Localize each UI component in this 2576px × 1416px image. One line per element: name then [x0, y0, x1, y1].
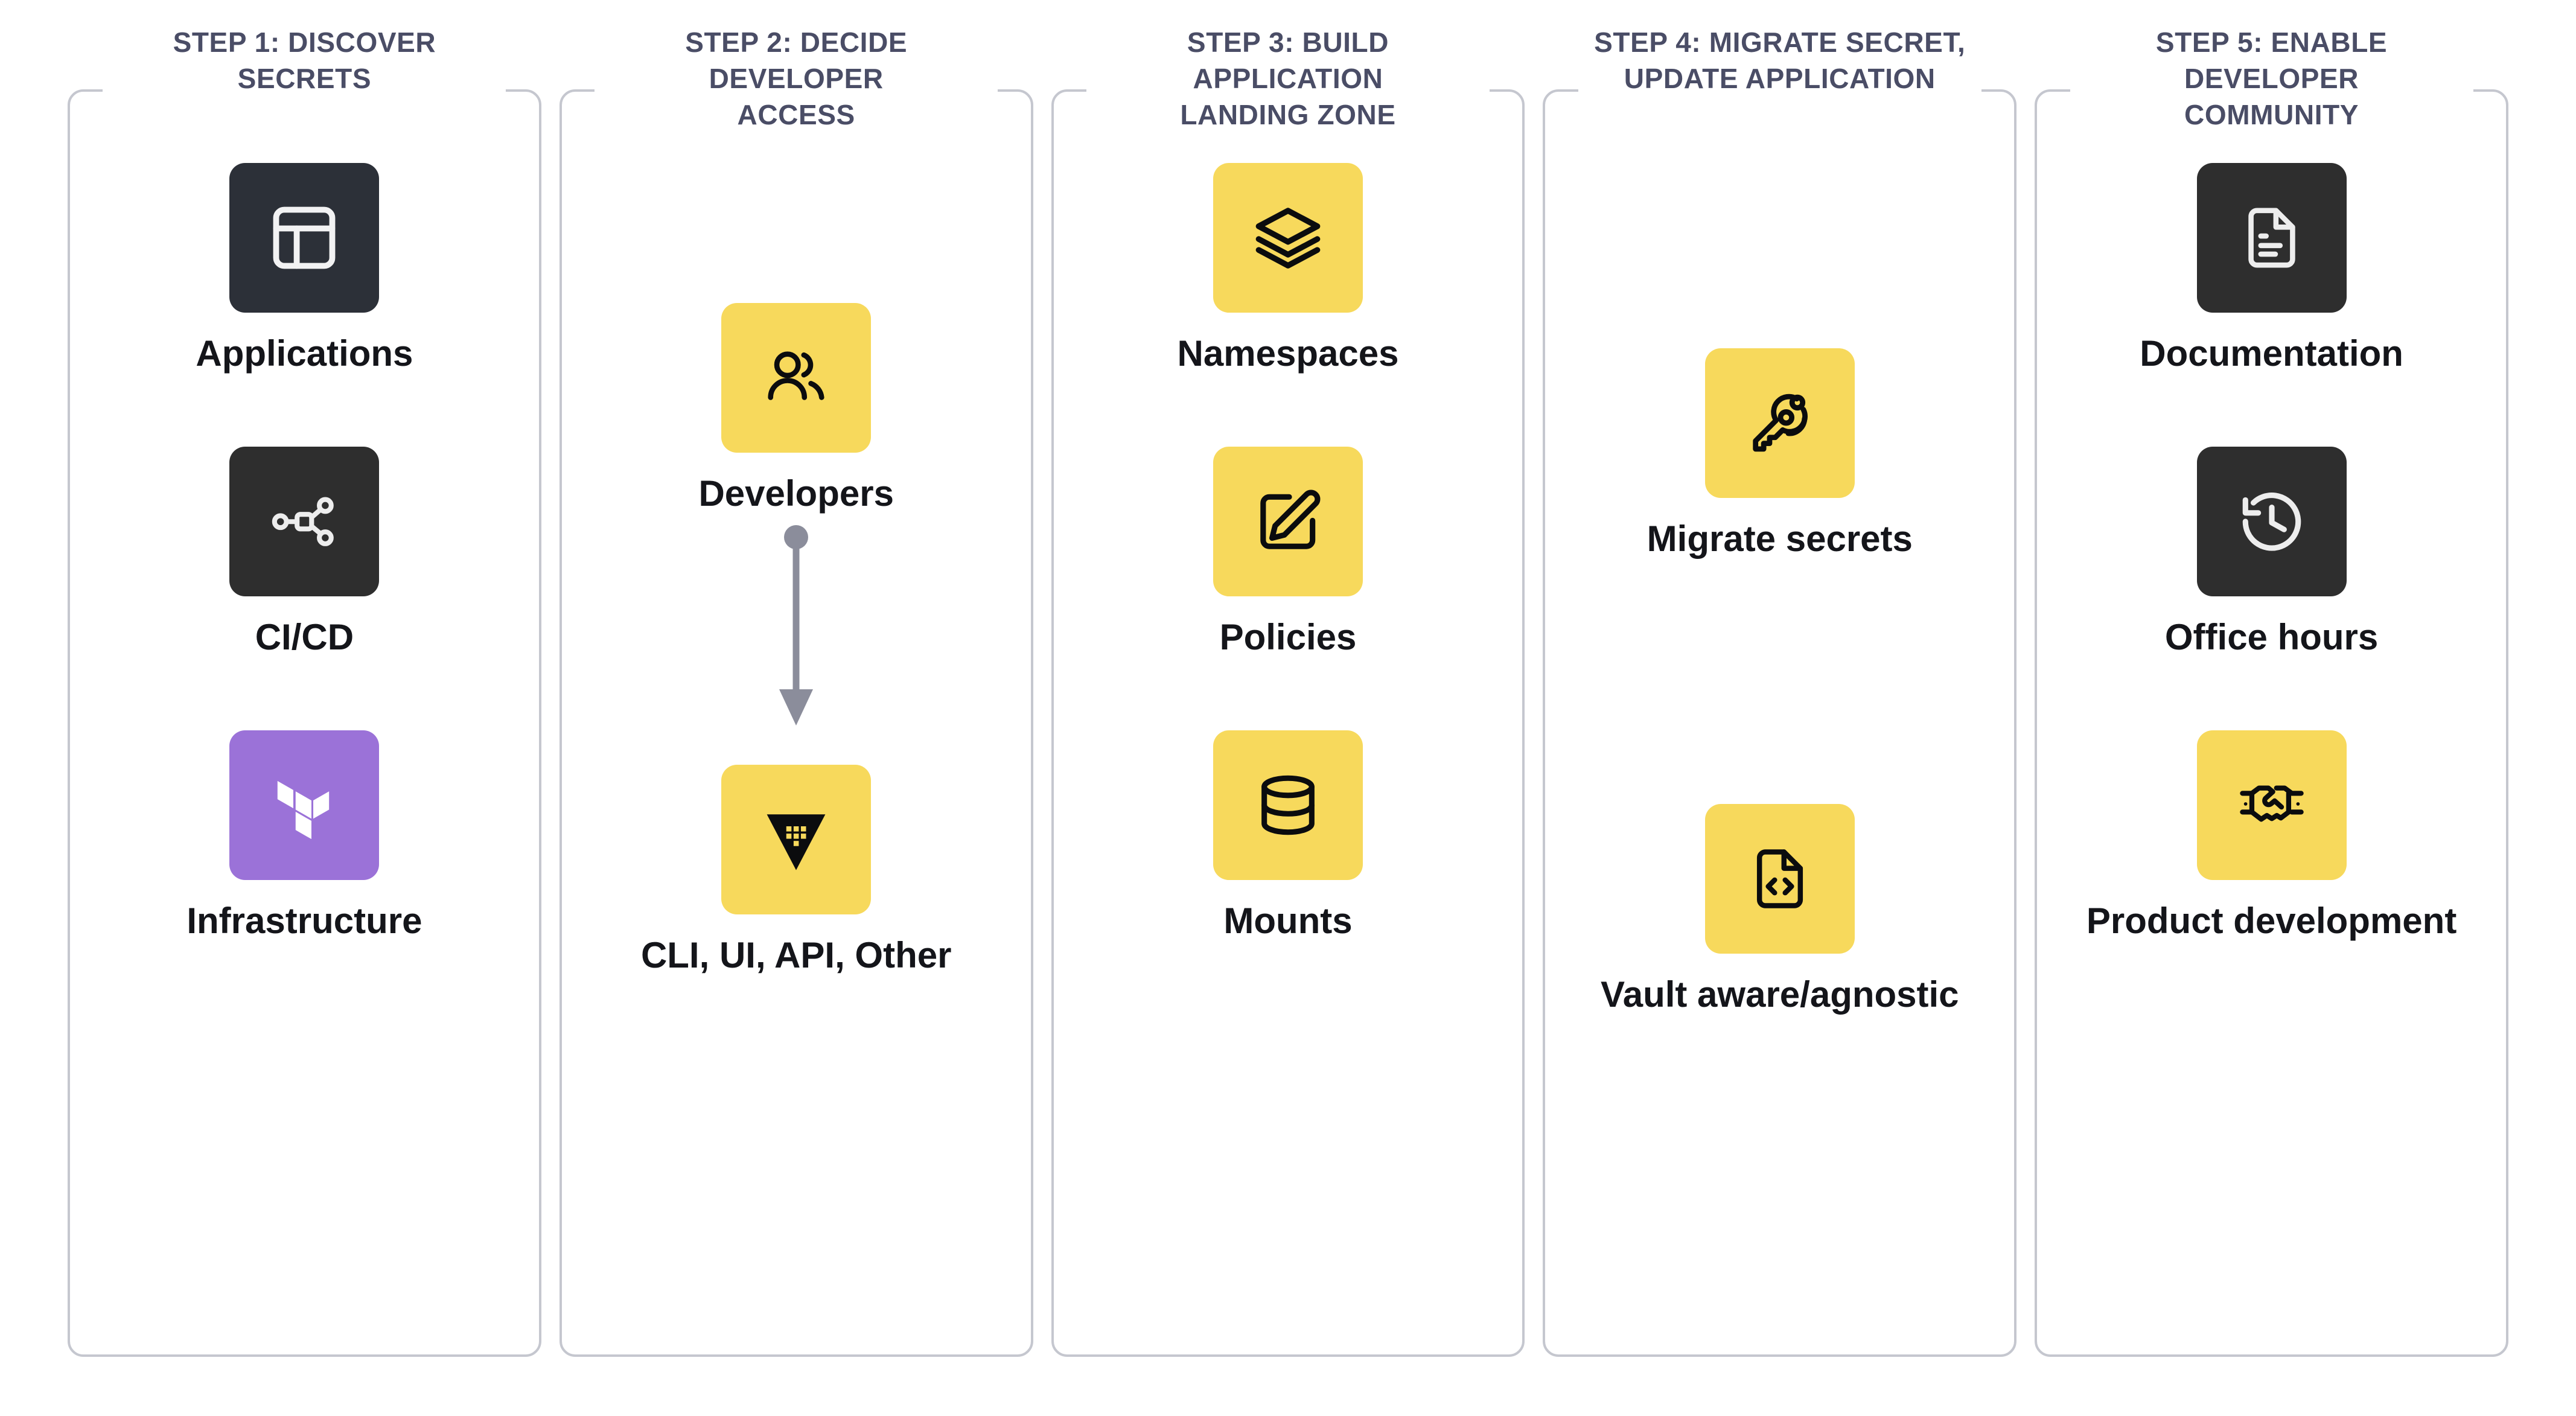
migrate-secrets-tile — [1704, 348, 1855, 498]
node-namespaces[interactable]: Namespaces — [1054, 163, 1523, 374]
layers-icon — [1255, 208, 1321, 269]
migrate-secrets-label: Migrate secrets — [1647, 518, 1913, 559]
database-icon — [1261, 775, 1315, 835]
product-development-tile — [2196, 730, 2347, 880]
step-column-2: STEP 2: DECIDE DEVELOPER ACCESS Develope… — [559, 21, 1033, 1357]
mounts-tile — [1213, 730, 1363, 880]
handshake-icon — [2239, 785, 2304, 822]
step-2-body: Developers — [562, 92, 1031, 1354]
namespaces-tile — [1213, 163, 1363, 313]
node-mounts[interactable]: Mounts — [1054, 730, 1523, 941]
step-column-4: STEP 4: MIGRATE SECRET, UPDATE APPLICATI… — [1543, 21, 2017, 1357]
step-1-title: STEP 1: DISCOVER SECRETS — [103, 21, 506, 115]
step-3-title: STEP 3: BUILD APPLICATION LANDING ZONE — [1086, 21, 1490, 151]
cicd-label: CI/CD — [255, 617, 354, 657]
node-documentation[interactable]: Documentation — [2037, 163, 2506, 374]
node-policies[interactable]: Policies — [1054, 447, 1523, 657]
namespaces-label: Namespaces — [1177, 333, 1399, 374]
office-hours-tile — [2196, 447, 2347, 596]
developers-label: Developers — [698, 473, 894, 514]
infrastructure-label: Infrastructure — [187, 901, 422, 941]
step-2-title: STEP 2: DECIDE DEVELOPER ACCESS — [595, 21, 998, 151]
vault-aware-agnostic-label: Vault aware/agnostic — [1601, 974, 1959, 1015]
product-development-label: Product development — [2086, 901, 2457, 941]
cicd-tile — [229, 447, 380, 596]
node-office-hours[interactable]: Office hours — [2037, 447, 2506, 657]
steps-row: STEP 1: DISCOVER SECRETS Applications — [68, 21, 2508, 1357]
node-infrastructure[interactable]: Infrastructure — [70, 730, 539, 941]
edit-square-icon — [1260, 490, 1321, 549]
share-network-icon — [272, 497, 334, 546]
node-cli-ui-api-other[interactable]: CLI, UI, API, Other — [562, 765, 1031, 975]
cli-ui-api-other-label: CLI, UI, API, Other — [640, 935, 952, 975]
step-5-body: Documentation Office hours — [2037, 92, 2506, 1354]
step-3-body: Namespaces Policies — [1054, 92, 1523, 1354]
office-hours-label: Office hours — [2164, 617, 2379, 657]
step-column-1: STEP 1: DISCOVER SECRETS Applications — [68, 21, 541, 1357]
vault-aware-agnostic-tile — [1704, 804, 1855, 954]
clock-history-icon — [2242, 493, 2301, 551]
keys-icon — [1753, 394, 1808, 452]
step-column-3: STEP 3: BUILD APPLICATION LANDING ZONE N… — [1051, 21, 1525, 1357]
step-column-5: STEP 5: ENABLE DEVELOPER COMMUNITY Docum… — [2035, 21, 2508, 1357]
node-product-development[interactable]: Product development — [2037, 730, 2506, 941]
step-5-title: STEP 5: ENABLE DEVELOPER COMMUNITY — [2070, 21, 2473, 151]
developers-tile — [721, 303, 872, 453]
node-applications[interactable]: Applications — [70, 163, 539, 374]
terraform-logo-icon — [278, 780, 330, 840]
applications-label: Applications — [196, 333, 413, 374]
step-4-body: Migrate secrets Vault aware/agnostic — [1545, 92, 2014, 1354]
arrow-down-icon — [779, 525, 814, 726]
mounts-label: Mounts — [1223, 901, 1353, 941]
layout-dashboard-icon — [273, 206, 336, 269]
file-code-icon — [1756, 849, 1803, 908]
flow-arrow-down — [562, 525, 1031, 730]
users-icon — [768, 351, 824, 400]
vault-access-tile — [721, 765, 872, 914]
node-developers[interactable]: Developers — [562, 303, 1031, 514]
policies-tile — [1213, 447, 1363, 596]
vault-logo-icon — [767, 814, 826, 870]
applications-tile — [229, 163, 380, 313]
policies-label: Policies — [1219, 617, 1357, 657]
infrastructure-tile — [229, 730, 380, 880]
step-4-title: STEP 4: MIGRATE SECRET, UPDATE APPLICATI… — [1578, 21, 1981, 115]
document-text-icon — [2248, 208, 2295, 268]
documentation-tile — [2196, 163, 2347, 313]
node-cicd[interactable]: CI/CD — [70, 447, 539, 657]
node-migrate-secrets[interactable]: Migrate secrets — [1545, 348, 2014, 559]
step-1-body: Applications CI/CD — [70, 92, 539, 1354]
documentation-label: Documentation — [2140, 333, 2403, 374]
node-vault-aware-agnostic[interactable]: Vault aware/agnostic — [1545, 804, 2014, 1015]
